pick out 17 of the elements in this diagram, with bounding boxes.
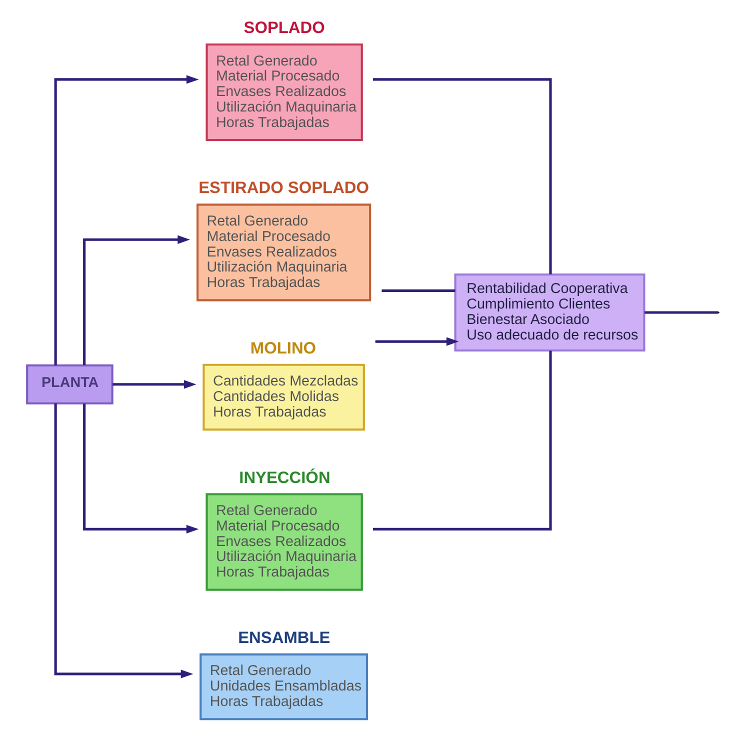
node-label: MOLINO — [250, 339, 316, 358]
node-label: INYECCIÓN — [239, 468, 330, 487]
arrow — [54, 403, 194, 678]
connector — [644, 311, 718, 314]
node-label: ESTIRADO SOPLADO — [198, 179, 370, 198]
arrow — [54, 75, 199, 366]
connector — [372, 350, 552, 530]
arrow — [83, 235, 190, 366]
arrow — [112, 380, 196, 389]
connector — [372, 78, 552, 274]
node-label: SOPLADO — [244, 19, 325, 38]
arrow — [375, 337, 459, 346]
arrow — [83, 404, 199, 534]
node-box: PLANTA — [26, 364, 114, 404]
connector — [382, 289, 456, 292]
node-box: Rentabilidad Cooperativa Cumplimiento Clientes Bienestar Asociado Uso adecuado de recursos — [454, 274, 646, 352]
node-label: ENSAMBLE — [238, 628, 330, 647]
